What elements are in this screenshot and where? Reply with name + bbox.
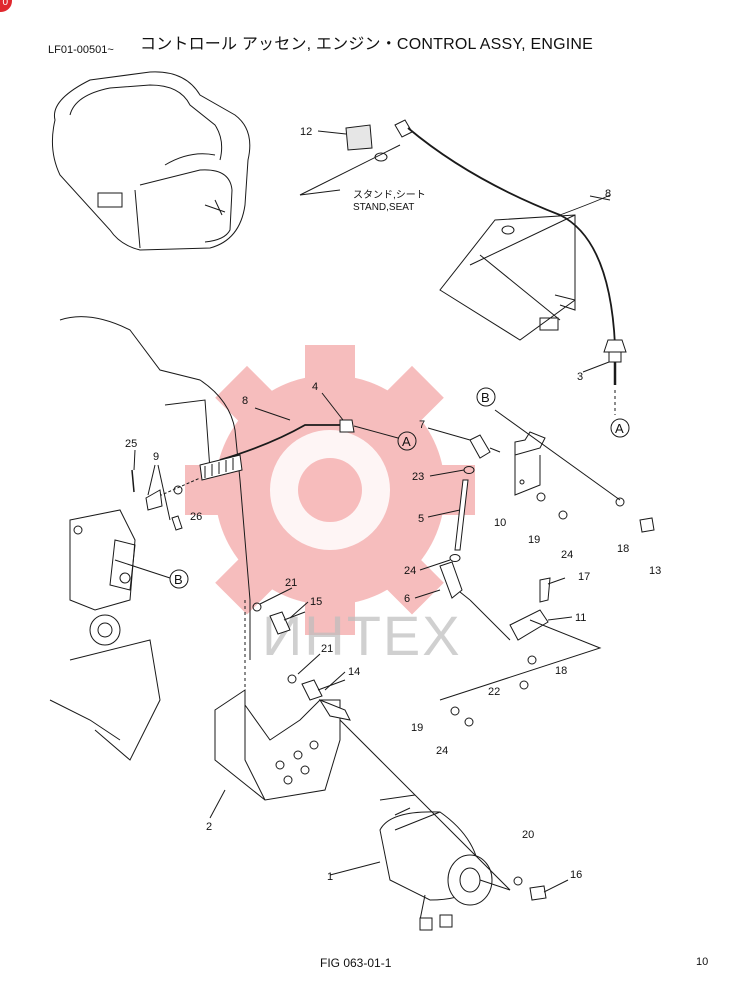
callout-circle — [610, 418, 630, 438]
part-number-label: 11 — [575, 612, 586, 624]
watermark-text: ИНТЕХ — [262, 604, 462, 667]
part-number-label: 17 — [578, 571, 590, 583]
part-number-label: 13 — [649, 565, 661, 577]
callout-circle — [476, 387, 496, 407]
lower-cable — [114, 419, 399, 579]
decal-part — [345, 124, 373, 151]
callout-circle — [397, 431, 417, 451]
callout-letter: B — [174, 572, 183, 587]
part-number-label: 9 — [153, 451, 159, 463]
page-title: コントロール アッセン, エンジン・CONTROL ASSY, ENGINE — [140, 36, 593, 53]
callout-letter: B — [481, 390, 490, 405]
part-number-label: 7 — [419, 419, 425, 431]
part-number-label: 24 — [561, 549, 573, 561]
stand-seat-label-ja: スタンド,シート — [353, 189, 426, 201]
part-number-label: 22 — [488, 686, 500, 698]
part-number-label: 5 — [418, 513, 424, 525]
part-number-label: 18 — [617, 543, 629, 555]
part-number-label: 21 — [285, 577, 297, 589]
part-number-label: 8 — [605, 188, 611, 200]
part-number-label: 10 — [494, 517, 506, 529]
callout-letter: A — [402, 434, 411, 449]
part-number-label: 8 — [242, 395, 248, 407]
part-number-label: 3 — [577, 371, 583, 383]
part-number-label: 20 — [522, 829, 534, 841]
linkage-rod — [439, 434, 511, 641]
part-number-label: 4 — [312, 381, 318, 393]
bolts — [252, 602, 569, 901]
actuator-motor — [329, 719, 511, 931]
upper-knob-cable — [394, 119, 627, 415]
page-number: 10 — [696, 956, 709, 968]
part-number-label: 19 — [411, 722, 423, 734]
figure-reference: FIG 063-01-1 — [320, 956, 392, 970]
part-number-label: 15 — [310, 596, 322, 608]
mounting-bracket — [209, 600, 351, 819]
part-number-label: 24 — [404, 565, 416, 577]
part-number-label: 1 — [327, 871, 333, 883]
stand-seat-label-en: STAND,SEAT — [353, 202, 414, 213]
part-number-label: 19 — [528, 534, 540, 546]
stand-seat-frame — [299, 144, 576, 341]
part-number-label: 25 — [125, 438, 137, 450]
part-number-label: 16 — [570, 869, 582, 881]
part-number-label: 12 — [300, 126, 312, 138]
engine-block — [49, 316, 251, 761]
callout-letter: A — [615, 421, 624, 436]
part-number-label: 26 — [190, 511, 202, 523]
callout-circle — [169, 569, 189, 589]
part-number-label: 14 — [348, 666, 360, 678]
serial-range: LF01-00501~ — [48, 44, 114, 56]
part-number-label: 21 — [321, 643, 333, 655]
part-number-label: 6 — [404, 593, 410, 605]
bracket-part — [514, 431, 546, 496]
seat-illustration — [51, 71, 251, 251]
bracket-part — [509, 609, 549, 641]
part-number-label: 24 — [436, 745, 448, 757]
part-number-label: 18 — [555, 665, 567, 677]
part-number-label: 2 — [206, 821, 212, 833]
part-number-label: 23 — [412, 471, 424, 483]
